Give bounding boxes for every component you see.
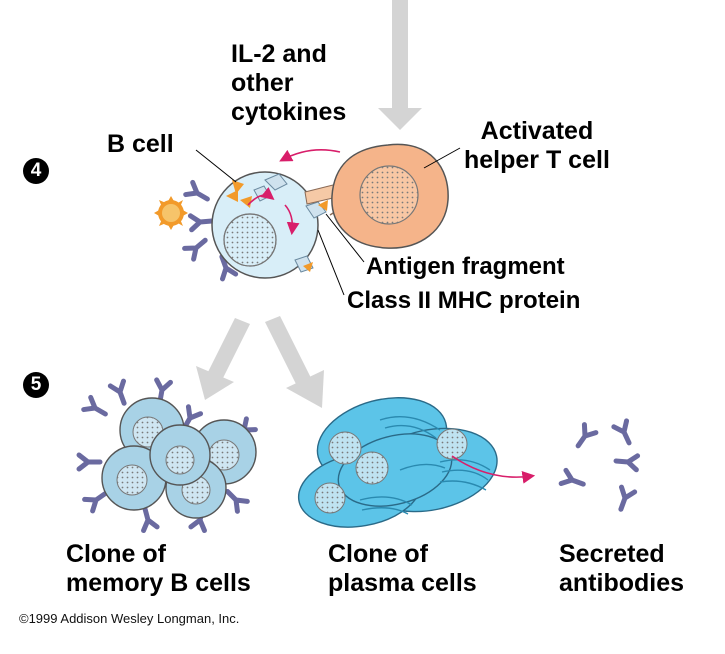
activated-helper-t-cell-label: Activated helper T cell [464,117,610,174]
antigen-fragment-label: Antigen fragment [366,253,565,280]
memory-b-cell-clone [79,380,256,531]
class-ii-mhc-label: Class II MHC protein [347,287,581,314]
free-antigen [154,196,188,230]
secretion-arrow [451,455,536,484]
plasma-cell-clone [297,397,498,528]
flow-arrow-to-memory [196,318,250,400]
flow-arrow-to-plasma [265,316,324,408]
flow-arrow-top [378,0,422,130]
mhc-antigen-complex [305,200,328,219]
step-5-marker: 5 [23,372,49,398]
cytokine-arrow [279,149,341,162]
plasma-cells-label: Clone of plasma cells [328,540,477,597]
memory-b-cells-label: Clone of memory B cells [66,540,251,597]
secreted-antibodies-label: Secreted antibodies [559,540,685,597]
leader-lines [195,147,461,296]
b-cell-label: B cell [107,130,174,158]
secreted-antibodies [561,421,637,512]
b-cell [154,171,319,279]
helper-t-cell [304,143,449,249]
copyright-notice: ©1999 Addison Wesley Longman, Inc. [19,611,240,626]
cytokines-label: IL-2 and other cytokines [231,40,347,126]
step-4-marker: 4 [23,158,49,184]
